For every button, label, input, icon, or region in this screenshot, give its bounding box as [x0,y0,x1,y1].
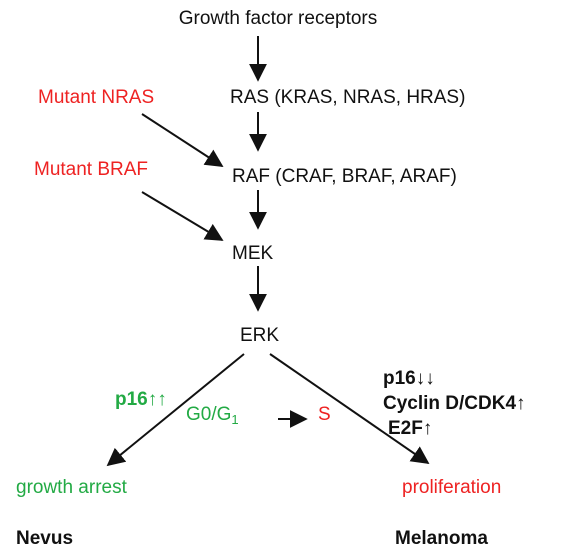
right-marker-0: p16↓↓ [383,368,435,389]
mutant-nras-label: Mutant NRAS [38,87,154,108]
node-ras: RAS (KRAS, NRAS, HRAS) [230,87,465,108]
arrow-erk-proliferation [269,353,430,465]
s-phase-label: S [318,404,331,425]
arrow-nras-raf [141,113,224,167]
proliferation-label: proliferation [402,477,501,498]
arrow-braf-mek [141,191,224,241]
node-erk: ERK [240,325,279,346]
right-marker-2: E2F↑ [388,418,432,439]
g0-g1-label: G0/G1 [186,404,239,427]
p16-up-label: p16↑↑ [115,389,167,410]
node-mek: MEK [232,243,274,264]
node-raf: RAF (CRAF, BRAF, ARAF) [232,166,457,187]
mutant-braf-label: Mutant BRAF [34,159,148,180]
right-marker-1: Cyclin D/CDK4↑ [383,393,526,414]
growth-arrest-label: growth arrest [16,477,128,498]
nevus-label: Nevus [16,528,73,549]
arrow-erk-growth-arrest [106,353,245,467]
melanoma-label: Melanoma [395,528,488,549]
node-growth-factor-receptors: Growth factor receptors [179,8,378,29]
